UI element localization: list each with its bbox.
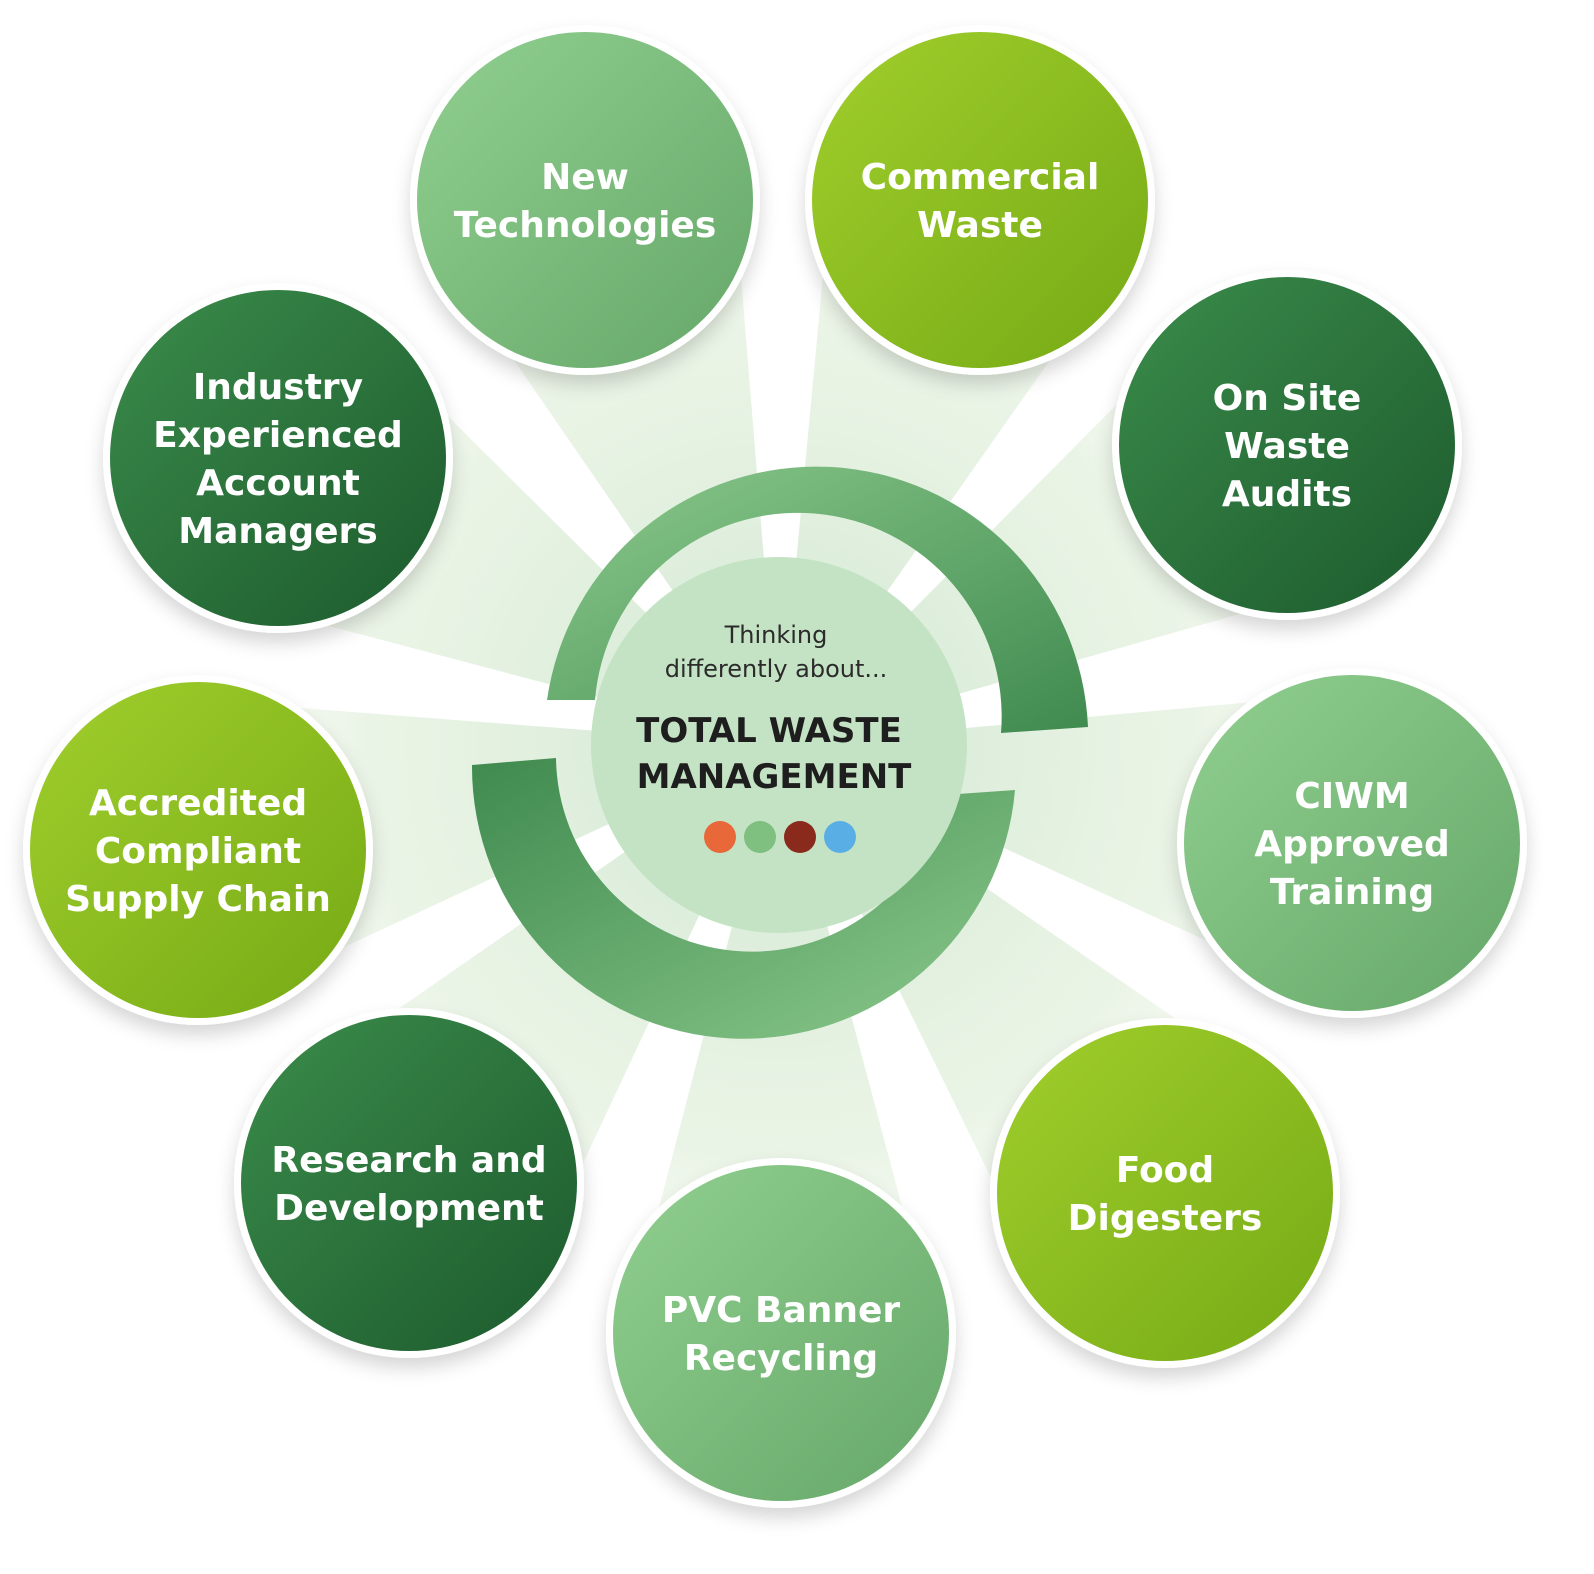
bubble-label-line: Experienced (153, 415, 403, 456)
bubble-label-line: Waste (1224, 426, 1350, 467)
bubble-label-line: Food (1116, 1150, 1214, 1191)
center-ring-lower-arc (471, 758, 1015, 1039)
bubble-label-line: Managers (178, 511, 377, 552)
bubble-label-line: Approved (1254, 824, 1450, 865)
center-dot (744, 821, 776, 853)
center-subtitle-line: differently about... (665, 655, 888, 683)
bubble-label-line: Training (1270, 872, 1434, 913)
bubble-fill (1119, 277, 1455, 613)
bubble-label-line: Accredited (89, 783, 307, 824)
bubble-label-line: Research and (271, 1140, 546, 1181)
bubble-fill (997, 1025, 1333, 1361)
center-ring-upper-arc (547, 466, 1088, 733)
bubble-label-line: On Site (1213, 378, 1362, 419)
center-title-line: MANAGEMENT (637, 757, 913, 797)
bubble-fill (30, 682, 366, 1018)
bubble-label-line: Compliant (95, 831, 301, 872)
bubble-label-line: Digesters (1068, 1198, 1263, 1239)
center-title-line: TOTAL WASTE (636, 711, 902, 751)
center-dot (704, 821, 736, 853)
bubble-fill (1184, 675, 1520, 1011)
bubble-label-line: Commercial (861, 157, 1100, 198)
bubble-fill (812, 32, 1148, 368)
center-dot (824, 821, 856, 853)
bubble-label-line: Waste (917, 205, 1043, 246)
bubble-label-line: New (541, 157, 629, 198)
center-subtitle-line: Thinking (724, 621, 828, 649)
bubble-fill (613, 1165, 949, 1501)
center-color-dots (704, 821, 856, 853)
bubble-label-line: Account (196, 463, 360, 504)
bubble-label-line: Audits (1222, 474, 1352, 515)
bubble-label-line: Supply Chain (65, 879, 331, 920)
bubble-fill (241, 1015, 577, 1351)
bubble-label-line: Technologies (454, 205, 717, 246)
bubble-label-line: Industry (193, 367, 363, 408)
bubble-label-line: Development (274, 1188, 544, 1229)
center-hub: Thinking differently about... TOTAL WAST… (471, 466, 1088, 1039)
center-dot (784, 821, 816, 853)
bubble-fill (417, 32, 753, 368)
bubble-label-line: Recycling (684, 1338, 878, 1379)
bubble-label-line: PVC Banner (662, 1290, 901, 1331)
bubble-fill (110, 290, 446, 626)
bubble-label-line: CIWM (1294, 776, 1409, 817)
center-core (591, 557, 967, 933)
